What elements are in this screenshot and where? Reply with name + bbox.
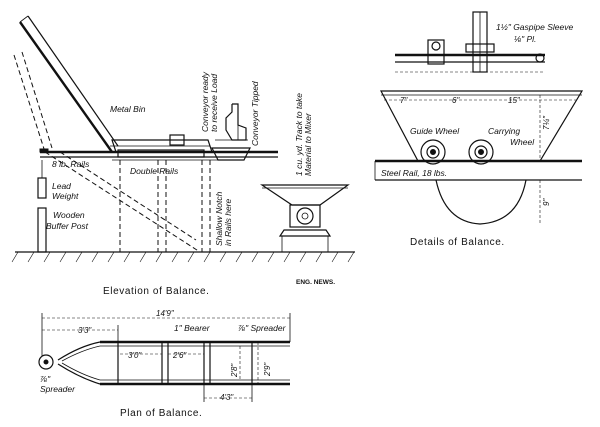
dim-4-3: 4'3": [220, 393, 234, 402]
conveyor-tipped-outline: [13, 51, 201, 253]
dim-3-3: 3'3": [78, 326, 92, 335]
label-double-rails: Double Rails: [130, 166, 179, 176]
label-spreader-top: ⅞" Spreader: [238, 323, 287, 333]
label-gaspipe-sleeve: 1½" Gaspipe Sleeve: [496, 22, 573, 32]
plan-view: 14'9" 3'3" 3'0" 2'6" 4'3" 2'8" 2'9" 1" B…: [38, 309, 291, 419]
label-wheel: Wheel: [510, 137, 535, 147]
label-bearer: 1" Bearer: [174, 323, 211, 333]
credit-eng-news: ENG. NEWS.: [296, 279, 335, 286]
label-conveyor-ready-1: Conveyor ready: [200, 71, 210, 132]
dim-9: 9": [542, 198, 551, 206]
dim-15: 15": [508, 96, 521, 105]
label-carrying: Carrying: [488, 126, 520, 136]
label-guide-wheel: Guide Wheel: [410, 126, 460, 136]
dim-7-quarter: 7¼": [542, 115, 551, 130]
conveyor-inclined: [19, 15, 119, 153]
ground-line: [11, 251, 355, 263]
details-view: 1½" Gaspipe Sleeve ⅛" Pl. 7" 6" 1: [374, 11, 584, 248]
label-shallow-notch-2: in Rails here: [223, 198, 233, 246]
label-spreader-left-1: ⅞": [40, 374, 51, 384]
label-conveyor-ready-2: to receive Load: [209, 74, 219, 132]
sleeve-detail: [395, 11, 545, 73]
dim-2-6: 2'6": [172, 351, 187, 360]
dim-overall: 14'9": [156, 309, 175, 318]
label-conveyor-tipped: Conveyor Tipped: [250, 81, 260, 146]
rails: [39, 148, 278, 161]
label-spreader-left-2: Spreader: [40, 384, 76, 394]
plan-frame: [38, 340, 290, 386]
label-weight: Weight: [52, 191, 79, 201]
guide-wheel: [420, 139, 446, 165]
caption-elevation: Elevation of Balance.: [103, 286, 210, 297]
label-metal-bin: Metal Bin: [110, 104, 146, 114]
label-steel-rail: Steel Rail, 18 lbs.: [381, 168, 447, 178]
conveyor-ready-arm: [211, 103, 251, 161]
label-8lb-rails: 8 lb. Rails: [52, 159, 90, 169]
dim-3-0: 3'0": [128, 351, 142, 360]
label-lead: Lead: [52, 181, 71, 191]
metal-bin: [110, 134, 213, 158]
dim-2-9: 2'9": [263, 362, 272, 377]
caption-details: Details of Balance.: [410, 237, 505, 248]
label-wooden: Wooden: [53, 210, 85, 220]
mixer-hopper: [260, 184, 350, 252]
detail-dimension-lines: [384, 95, 576, 224]
dim-6: 6": [452, 96, 460, 105]
plan-dimension-lines: [41, 313, 291, 402]
rail-supports: [119, 160, 211, 252]
wooden-buffer-post: [37, 207, 47, 253]
label-shallow-notch-1: Shallow Notch: [214, 191, 224, 246]
label-buffer-post: Buffer Post: [46, 221, 89, 231]
label-track-2: Material to Mixer: [303, 112, 313, 176]
elevation-view: Metal Bin 8 lb. Rails Double Rails Lead …: [11, 15, 355, 297]
lead-weight: [37, 160, 47, 199]
label-plate: ⅛" Pl.: [514, 34, 536, 44]
caption-plan: Plan of Balance.: [120, 408, 202, 419]
label-track-1: 1 cu. yd. Track to take: [294, 93, 304, 176]
carrying-wheel: [468, 139, 494, 165]
dim-2-8: 2'8": [230, 363, 239, 378]
dim-7: 7": [400, 96, 408, 105]
